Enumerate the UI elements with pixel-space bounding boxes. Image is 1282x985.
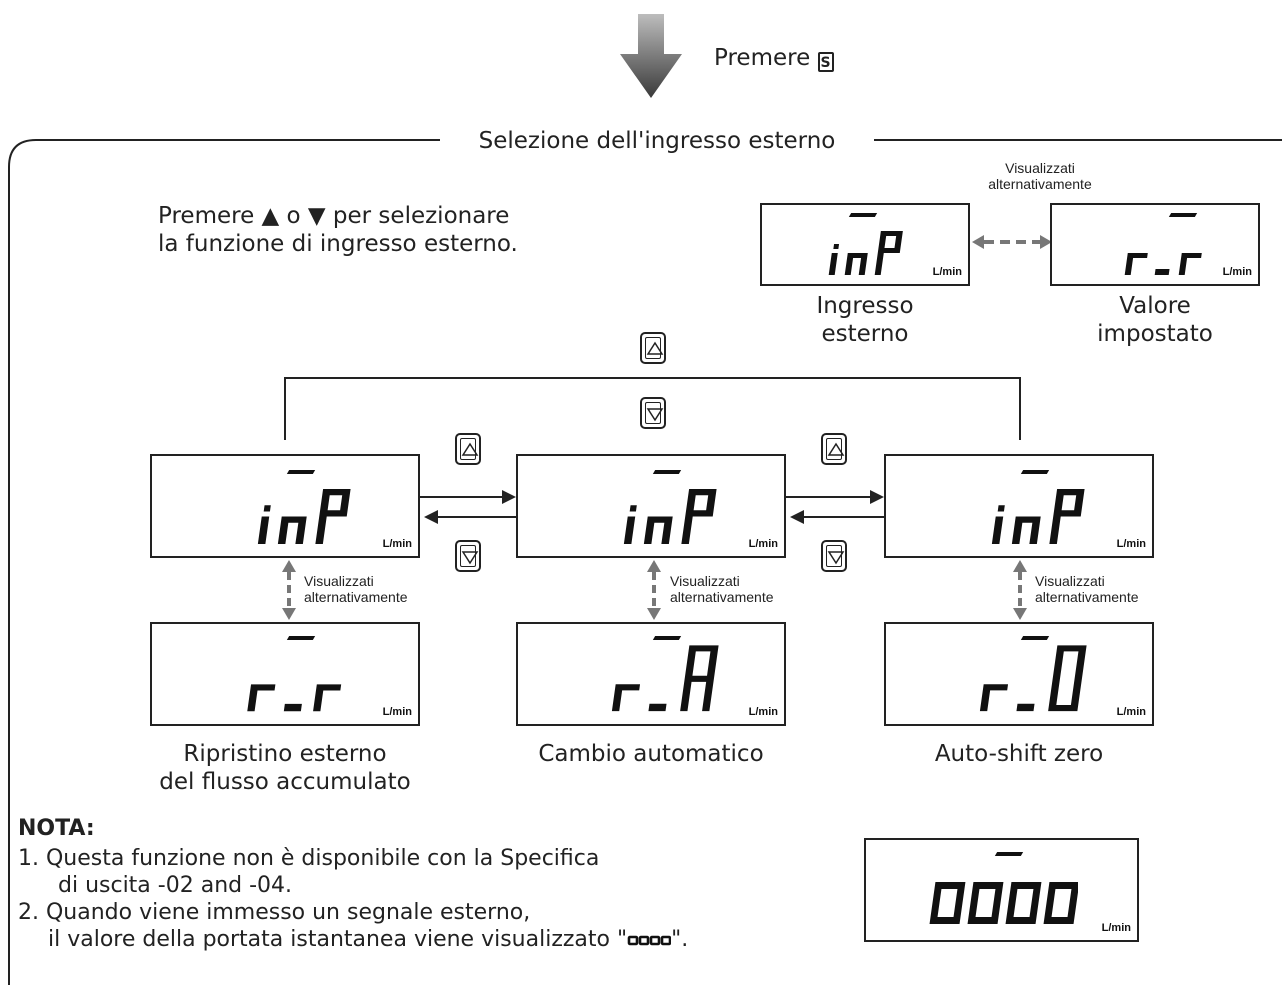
- top-display-r-r: L/min: [1050, 203, 1260, 286]
- mode-1-caption-line-2: del flusso accumulato: [159, 769, 411, 795]
- mode-3-bottom-display: L/min: [884, 622, 1154, 726]
- instruction-line-2: la funzione di ingresso esterno.: [158, 231, 518, 257]
- lcd-inp-digits: [828, 231, 903, 275]
- note-item-2-line-2: il valore della portata istantanea viene…: [18, 926, 688, 953]
- top-alt-label-line-2: alternativamente: [988, 176, 1092, 192]
- lcd-inp-digits: [991, 489, 1085, 544]
- note-title: NOTA:: [18, 816, 95, 841]
- instruction-line-1: Premere ▲ o ▼ per selezionare: [158, 203, 510, 229]
- mode-1-bottom-display: L/min: [150, 622, 420, 726]
- press-s-instruction: Premere S: [714, 44, 834, 72]
- top-alt-label-line-1: Visualizzati: [1005, 160, 1075, 176]
- top-left-caption-line-2: esterno: [821, 321, 909, 347]
- s-key-icon: S: [817, 52, 834, 72]
- down-button-icon[interactable]: [821, 540, 847, 572]
- mode-3-caption-line-1: Auto-shift zero: [934, 741, 1104, 767]
- lcd-r-r-digits: [247, 684, 342, 712]
- note-display-0000: L/min: [864, 838, 1139, 942]
- dashed-double-arrow-icon: [647, 560, 661, 620]
- up-button-icon[interactable]: [821, 433, 847, 465]
- alt-label-line-1: Visualizzati: [304, 573, 374, 589]
- mode-1-caption-line-1: Ripristino esterno: [183, 741, 387, 767]
- top-right-caption: Valore impostato: [1055, 292, 1255, 348]
- lcd-r-a-digits: [611, 645, 719, 712]
- note-item-1-line-1: 1. Questa funzione non è disponibile con…: [18, 846, 600, 871]
- s-key-glyph: S: [820, 55, 831, 71]
- mode-2-alt-label: Visualizzati alternativamente: [670, 573, 774, 605]
- note-item-2-line-1: 2. Quando viene immesso un segnale ester…: [18, 900, 531, 925]
- mode-3-alt-label: Visualizzati alternativamente: [1035, 573, 1139, 605]
- unit-label: L/min: [1101, 922, 1131, 934]
- mode-2-caption: Cambio automatico: [476, 740, 826, 768]
- note-item-1-line-2: di uscita -02 and -04.: [58, 873, 293, 898]
- unit-label: L/min: [1116, 706, 1146, 718]
- lcd-r-r-digits: [1124, 253, 1202, 275]
- mode-2-top-display: L/min: [516, 454, 786, 558]
- note-list: 1. Questa funzione non è disponibile con…: [18, 845, 688, 953]
- mode-3-caption: Auto-shift zero: [844, 740, 1194, 768]
- mode-2-bottom-display: L/min: [516, 622, 786, 726]
- instruction-text: Premere ▲ o ▼ per selezionare la funzion…: [158, 202, 518, 258]
- down-arrow-icon: [620, 14, 682, 98]
- small-0000-digits: [627, 935, 672, 946]
- top-right-caption-line-2: impostato: [1097, 321, 1213, 347]
- lcd-inp-digits: [257, 489, 351, 544]
- lcd-0000-digits: [929, 882, 1078, 924]
- lcd-inp-digits: [623, 489, 717, 544]
- mode-1-top-display: L/min: [150, 454, 420, 558]
- note-item-2-prefix: il valore della portata istantanea viene…: [48, 927, 628, 952]
- mode-3-top-display: L/min: [884, 454, 1154, 558]
- dashed-double-arrow-icon: [1013, 560, 1027, 620]
- press-label: Premere: [714, 45, 811, 71]
- unit-label: L/min: [1116, 538, 1146, 550]
- alt-label-line-1: Visualizzati: [670, 573, 740, 589]
- unit-label: L/min: [1222, 266, 1252, 278]
- unit-label: L/min: [748, 538, 778, 550]
- unit-label: L/min: [748, 706, 778, 718]
- section-title: Selezione dell'ingresso esterno: [478, 128, 836, 154]
- dashed-double-arrow-icon: [282, 560, 296, 620]
- alt-label-line-2: alternativamente: [670, 589, 774, 605]
- top-left-caption: Ingresso esterno: [765, 292, 965, 348]
- mode-2-caption-line-1: Cambio automatico: [538, 741, 764, 767]
- up-button-icon[interactable]: [640, 332, 666, 364]
- top-display-inp: L/min: [760, 203, 970, 286]
- top-alt-label: Visualizzati alternativamente: [940, 160, 1140, 192]
- note-item-2-suffix: ".: [671, 927, 689, 952]
- mode-1-caption: Ripristino esterno del flusso accumulato: [110, 740, 460, 796]
- down-button-icon[interactable]: [640, 397, 666, 429]
- dashed-double-arrow-icon: [972, 235, 1052, 249]
- top-right-caption-line-1: Valore: [1119, 293, 1191, 319]
- unit-label: L/min: [382, 538, 412, 550]
- alt-label-line-1: Visualizzati: [1035, 573, 1105, 589]
- mode-1-alt-label: Visualizzati alternativamente: [304, 573, 408, 605]
- alt-label-line-2: alternativamente: [1035, 589, 1139, 605]
- down-button-icon[interactable]: [455, 540, 481, 572]
- alt-label-line-2: alternativamente: [304, 589, 408, 605]
- unit-label: L/min: [382, 706, 412, 718]
- lcd-r-0-digits: [979, 645, 1087, 712]
- up-button-icon[interactable]: [455, 433, 481, 465]
- top-left-caption-line-1: Ingresso: [816, 293, 914, 319]
- unit-label: L/min: [932, 266, 962, 278]
